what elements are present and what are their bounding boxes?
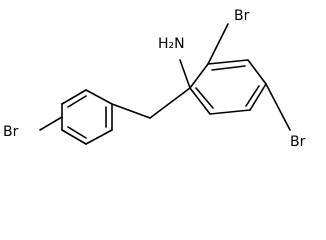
amine-bond xyxy=(179,59,191,89)
left-bromo-bond xyxy=(39,116,63,131)
left-ring-bond-2 xyxy=(85,89,113,105)
left-ring-bond-5 xyxy=(61,129,87,145)
left-ring-bond-4 xyxy=(85,129,113,145)
right-ring-double-bond-2 xyxy=(245,85,260,107)
right-bromo-top-bond xyxy=(207,23,229,65)
left-ring-bond-1 xyxy=(61,89,87,105)
bromo-ring-bottom-label: Br xyxy=(290,134,306,150)
right-ring-bond-1 xyxy=(189,63,209,89)
right-ring-bond-6 xyxy=(189,87,211,115)
right-ring-bond-4 xyxy=(249,83,267,111)
chain-bond-ch2-to-ch xyxy=(149,87,191,119)
right-ring-double-bond-3 xyxy=(195,87,214,109)
right-ring-bond-2 xyxy=(207,59,249,65)
chain-bond-ring-to-ch2 xyxy=(111,103,151,119)
right-ring-double-bond-1 xyxy=(211,65,246,71)
bromo-left-label: Br xyxy=(3,124,19,140)
chemical-structure-diagram: Br H₂N Br Br xyxy=(3,8,306,150)
right-ring-bond-3 xyxy=(247,59,267,85)
left-ring-double-bond-3 xyxy=(67,126,87,139)
right-ring-bond-5 xyxy=(209,109,251,115)
right-benzene-ring xyxy=(189,59,267,115)
left-benzene-ring xyxy=(61,89,113,145)
amine-label: H₂N xyxy=(158,36,185,52)
right-bromo-bottom-bond xyxy=(265,83,291,131)
left-ring-double-bond-1 xyxy=(67,95,87,108)
bromo-ring-top-label: Br xyxy=(234,8,250,24)
